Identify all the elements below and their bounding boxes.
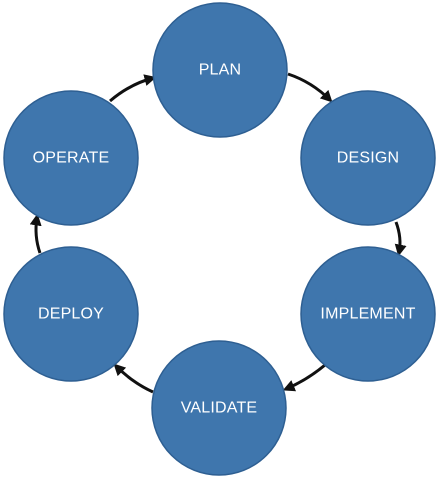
arrow-deploy-to-operate <box>29 213 42 254</box>
stage-implement-label: IMPLEMENT <box>320 306 415 323</box>
arrow-plan-to-design <box>287 72 333 103</box>
stage-validate: VALIDATE <box>151 340 287 476</box>
stage-operate-label: OPERATE <box>33 150 110 167</box>
stage-implement-circle <box>300 246 436 382</box>
stage-plan-label: PLAN <box>199 62 242 79</box>
stage-deploy: DEPLOY <box>3 246 139 382</box>
stage-design-label: DESIGN <box>337 150 400 167</box>
arrow-validate-to-deploy <box>113 363 154 394</box>
arrow-implement-to-validate <box>282 363 326 392</box>
stage-design: DESIGN <box>300 90 436 226</box>
stage-validate-circle <box>151 340 287 476</box>
stage-design-circle <box>300 90 436 226</box>
stage-implement: IMPLEMENT <box>300 246 436 382</box>
stage-operate-circle <box>3 90 139 226</box>
stage-plan: PLAN <box>152 2 288 138</box>
arrow-operate-to-plan <box>109 74 157 103</box>
stage-validate-label: VALIDATE <box>181 400 258 417</box>
stage-operate: OPERATE <box>3 90 139 226</box>
stage-plan-circle <box>152 2 288 138</box>
stage-deploy-circle <box>3 246 139 382</box>
arrow-design-to-implement <box>394 221 407 257</box>
stage-deploy-label: DEPLOY <box>38 306 104 323</box>
